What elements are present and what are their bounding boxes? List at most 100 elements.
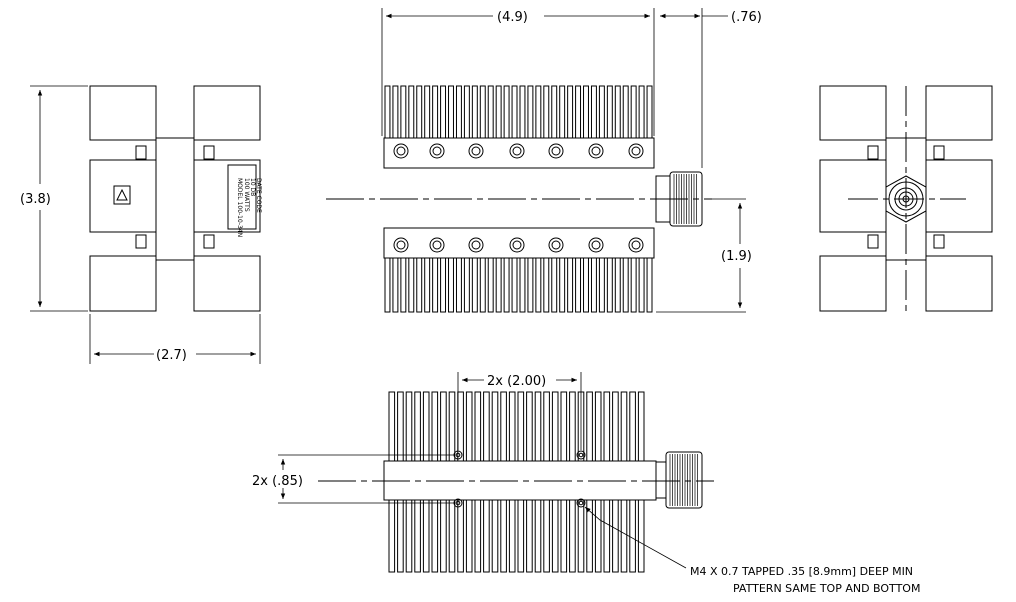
label-plate-line: MODEL 100-10-34N (236, 178, 243, 237)
fin (646, 85, 653, 139)
fin (431, 391, 439, 462)
fin (448, 499, 456, 573)
screw-bottom-head (396, 240, 406, 250)
fin (503, 257, 510, 313)
fin (614, 85, 621, 139)
fin (495, 85, 502, 139)
fin (543, 499, 550, 573)
fin (448, 257, 454, 313)
fin (603, 499, 611, 573)
fin (577, 499, 585, 573)
fin (463, 85, 470, 139)
screw-bottom-head (591, 240, 601, 250)
tapped-hole (578, 452, 584, 458)
tapped-hole (455, 452, 461, 458)
right-tab (867, 145, 879, 160)
fin (424, 257, 431, 313)
fin (487, 257, 494, 313)
fin (432, 85, 439, 139)
screw-bottom (588, 237, 604, 253)
hole-spacing-dimension-label: 2x (2.00) (487, 374, 546, 389)
fin (508, 391, 516, 462)
bottom-view (318, 391, 714, 573)
fin (560, 499, 568, 573)
fin (424, 85, 431, 139)
fin (583, 85, 589, 139)
fin (400, 257, 407, 313)
label-plate-line: 100 WATTS (243, 178, 250, 212)
bottom-connector-nut (665, 451, 703, 509)
fin (526, 391, 533, 462)
fin (575, 257, 582, 313)
fin (534, 499, 542, 573)
screw-top (588, 143, 604, 159)
fin (543, 257, 550, 313)
bottom-fins-bottom (388, 499, 645, 573)
screw-top-head (551, 146, 561, 156)
fin (519, 257, 526, 313)
fin (517, 499, 525, 573)
fin (620, 499, 628, 573)
right-fin-block-tr (925, 85, 993, 141)
label-plate-line: 10 DB (249, 178, 256, 196)
fin (463, 257, 470, 313)
fin (534, 391, 542, 462)
fin (405, 391, 413, 462)
fin (527, 85, 534, 139)
label-plate-line: DATE CODE (255, 178, 262, 213)
fin (491, 391, 499, 462)
bottom-fins-top (388, 391, 645, 462)
fin (392, 85, 399, 139)
left-tab (203, 234, 215, 249)
left-side-view (89, 85, 261, 312)
fin (500, 499, 507, 573)
top-width-dimension-label: (4.9) (497, 10, 528, 25)
right-fin-block-mr (925, 159, 993, 233)
screw-bottom (393, 237, 409, 253)
fin (603, 391, 611, 462)
fin (440, 85, 447, 139)
fin (559, 85, 566, 139)
fin (414, 391, 421, 462)
tapped-hole (578, 500, 584, 506)
screw-bottom (509, 237, 525, 253)
fin (598, 257, 605, 313)
screw-bottom-head (512, 240, 522, 250)
front-lower-bar (383, 227, 655, 259)
left-fin-block-bl (89, 255, 157, 312)
fin (527, 257, 534, 313)
fin (416, 85, 423, 139)
screw-bottom-head (551, 240, 561, 250)
fin (491, 499, 499, 573)
fin (384, 257, 391, 313)
fin (388, 499, 396, 573)
fin (422, 499, 430, 573)
fin (479, 257, 486, 313)
screw-top-head (591, 146, 601, 156)
fin (612, 391, 619, 462)
left-tab (135, 234, 147, 249)
fin (551, 391, 559, 462)
fin (567, 257, 574, 313)
fin (455, 257, 462, 313)
fin (543, 85, 550, 139)
callout-leader (584, 506, 687, 569)
right-fin-block-ml (819, 159, 887, 233)
screw-bottom-head (432, 240, 442, 250)
screw-top (548, 143, 564, 159)
fin (440, 391, 447, 462)
connector-dimension-label: (.76) (731, 10, 762, 25)
fin (392, 257, 399, 313)
fin (638, 85, 645, 139)
screw-bottom (548, 237, 564, 253)
fin (397, 499, 404, 573)
fin (448, 85, 454, 139)
screw-bottom (468, 237, 484, 253)
right-fin-block-bl (819, 255, 887, 312)
fin (590, 257, 597, 313)
screw-top (393, 143, 409, 159)
fin (612, 499, 619, 573)
fin (517, 391, 525, 462)
fin (500, 391, 507, 462)
fin (483, 499, 490, 573)
